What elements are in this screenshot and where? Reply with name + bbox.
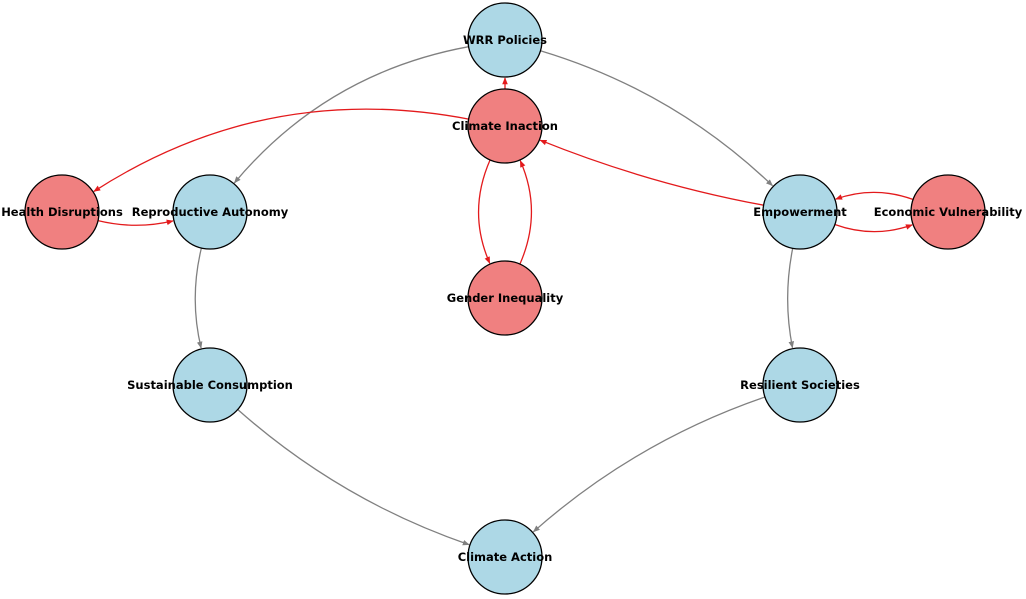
edge-repro-to-sustain [194, 247, 203, 349]
node-circle-health [24, 174, 100, 250]
edge-inaction-to-gender [477, 159, 491, 264]
node-circle-repro [172, 174, 248, 250]
node-circle-econ [910, 174, 986, 250]
edge-econ-to-empower [835, 191, 914, 201]
node-label-sustain: Sustainable Consumption [127, 378, 293, 392]
node-gender: Gender Inequality [447, 260, 564, 336]
node-circle-sustain [172, 347, 248, 423]
node-label-inaction: Climate Inaction [452, 119, 558, 133]
edges-layer [93, 46, 914, 546]
node-resilient: Resilient Societies [740, 347, 860, 423]
node-label-action: Climate Action [458, 550, 553, 564]
node-wrr: WRR Policies [463, 2, 547, 78]
node-inaction: Climate Inaction [452, 88, 558, 164]
edge-inaction-to-health [93, 108, 469, 192]
node-repro: Reproductive Autonomy [132, 174, 289, 250]
edge-empower-to-econ [834, 223, 913, 233]
edge-wrr-to-empower [540, 50, 774, 187]
node-label-econ: Economic Vulnerability [874, 205, 1023, 219]
edge-wrr-to-repro [233, 46, 469, 184]
node-circle-gender [467, 260, 543, 336]
edge-health-to-repro [97, 219, 174, 226]
node-label-resilient: Resilient Societies [740, 378, 860, 392]
node-label-empower: Empowerment [753, 205, 847, 219]
node-circle-action [467, 519, 543, 595]
edge-gender-to-inaction [519, 160, 533, 265]
edge-empower-to-inaction [539, 139, 764, 206]
edge-empower-to-resilient [787, 248, 795, 349]
node-health: Health Disruptions [1, 174, 123, 250]
node-empower: Empowerment [753, 174, 847, 250]
node-action: Climate Action [458, 519, 553, 595]
node-sustain: Sustainable Consumption [127, 347, 293, 423]
node-circle-resilient [762, 347, 838, 423]
node-label-health: Health Disruptions [1, 205, 123, 219]
node-circle-inaction [467, 88, 543, 164]
node-label-wrr: WRR Policies [463, 33, 547, 47]
node-circle-empower [762, 174, 838, 250]
node-circle-wrr [467, 2, 543, 78]
node-econ: Economic Vulnerability [874, 174, 1023, 250]
edge-resilient-to-action [532, 396, 766, 533]
node-label-repro: Reproductive Autonomy [132, 205, 289, 219]
node-label-gender: Gender Inequality [447, 291, 564, 305]
edge-sustain-to-action [237, 409, 470, 546]
